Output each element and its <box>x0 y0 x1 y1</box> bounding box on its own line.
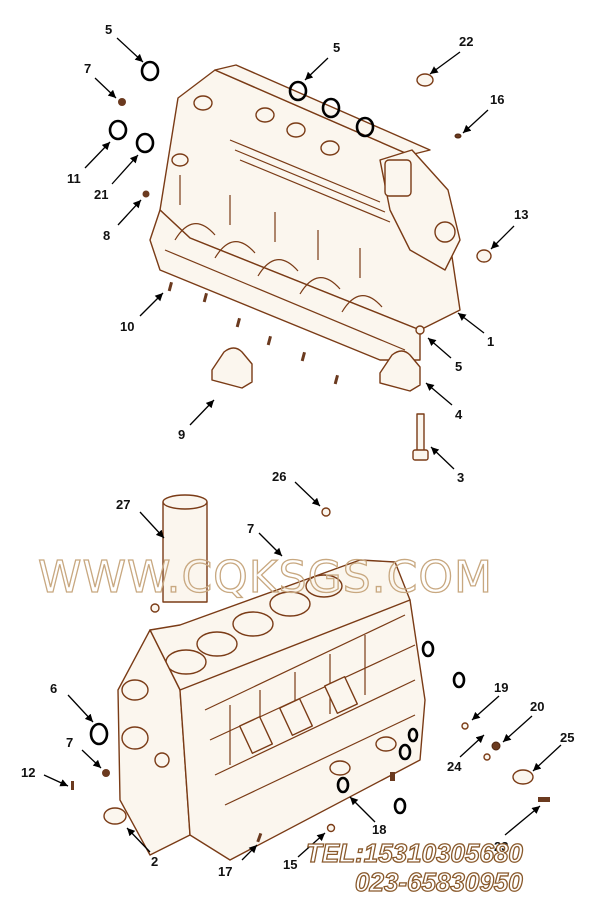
o-ring <box>140 60 160 82</box>
callout-24: 24 <box>447 759 462 774</box>
callout-15: 15 <box>283 857 297 872</box>
o-ring <box>89 722 109 746</box>
callout-17: 17 <box>218 864 232 879</box>
callout-7: 7 <box>247 521 254 536</box>
contact-landline: 023-65830950 <box>355 867 523 897</box>
plug <box>326 823 336 833</box>
lower-cylinder-block <box>117 559 426 861</box>
callout-23: 23 <box>494 839 508 854</box>
o-ring <box>393 797 407 815</box>
cover-plate <box>512 769 534 785</box>
callout-10: 10 <box>120 319 134 334</box>
callout-12: 12 <box>21 765 35 780</box>
callout-27: 27 <box>116 497 130 512</box>
callout-5: 5 <box>455 359 462 374</box>
upper-small-parts <box>108 60 492 461</box>
callout-7: 7 <box>84 61 91 76</box>
plug <box>461 722 469 730</box>
callout-13: 13 <box>514 207 528 222</box>
callout-18: 18 <box>372 822 386 837</box>
callout-6: 6 <box>50 681 57 696</box>
plug <box>142 190 150 198</box>
cap-screw <box>412 413 429 461</box>
cup-plug <box>416 73 434 87</box>
o-ring <box>108 119 128 141</box>
callout-9: 9 <box>178 427 185 442</box>
bearing-cap <box>211 347 253 389</box>
pin <box>256 832 263 843</box>
bolt <box>538 797 550 802</box>
dowel-pins <box>167 281 339 385</box>
callout-16: 16 <box>490 92 504 107</box>
o-ring <box>421 640 435 658</box>
o-ring <box>452 671 466 689</box>
plug <box>321 507 331 517</box>
callout-4: 4 <box>455 407 463 422</box>
o-ring <box>135 132 155 154</box>
callout-8: 8 <box>103 228 110 243</box>
callout-5: 5 <box>105 22 112 37</box>
o-ring <box>398 743 412 761</box>
leader-lines <box>43 37 562 861</box>
callout-26: 26 <box>272 469 286 484</box>
plug <box>491 741 501 751</box>
sleeve-tube <box>162 494 208 603</box>
bolt <box>390 772 395 781</box>
callout-11: 11 <box>67 171 81 186</box>
pin <box>454 133 462 139</box>
cup-plug <box>103 807 127 825</box>
o-ring <box>355 116 375 138</box>
plug <box>150 603 160 613</box>
callout-20: 20 <box>530 699 544 714</box>
callout-7: 7 <box>66 735 73 750</box>
bearing-cap <box>379 350 421 392</box>
pin <box>71 781 74 790</box>
callout-2: 2 <box>151 854 158 869</box>
watermark-text: WWW.CQKSGS.COM <box>38 552 493 603</box>
callout-5: 5 <box>333 40 340 55</box>
o-ring <box>407 727 419 743</box>
upper-cylinder-block <box>149 64 461 361</box>
callout-21: 21 <box>94 187 108 202</box>
callout-25: 25 <box>560 730 574 745</box>
callout-1: 1 <box>487 334 494 349</box>
callout-22: 22 <box>459 34 473 49</box>
plug <box>483 753 491 761</box>
callout-labels: 5 5 22 7 16 11 21 8 13 10 1 5 4 9 3 26 2… <box>21 22 574 879</box>
o-ring <box>321 97 341 119</box>
bolt-washer <box>415 325 425 335</box>
lower-small-parts <box>71 494 550 843</box>
o-ring <box>336 776 350 794</box>
plug <box>102 769 110 777</box>
cup-plug <box>476 249 492 263</box>
callout-3: 3 <box>457 470 464 485</box>
o-ring <box>288 80 308 102</box>
contact-phone: TEL:15310305680 <box>306 838 523 868</box>
callout-19: 19 <box>494 680 508 695</box>
plug <box>118 98 126 106</box>
